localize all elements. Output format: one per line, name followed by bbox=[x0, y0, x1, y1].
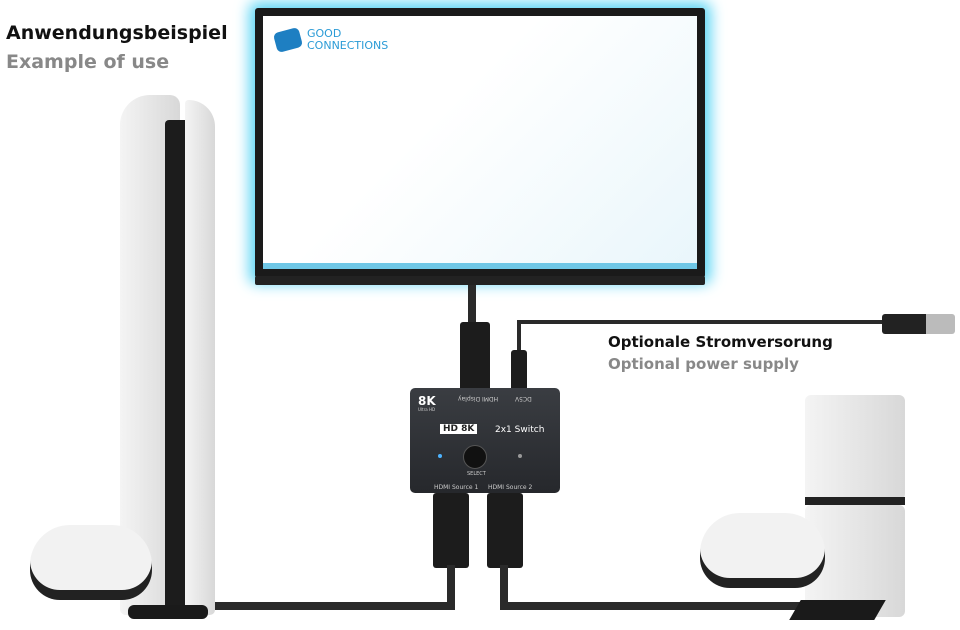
select-button[interactable] bbox=[463, 445, 487, 469]
select-label: SELECT bbox=[467, 471, 486, 477]
source1-cable-horizontal bbox=[210, 602, 455, 610]
source1-cable bbox=[447, 565, 455, 610]
game-controller-right bbox=[700, 513, 825, 588]
power-label-german: Optionale Stromversorung bbox=[608, 333, 833, 351]
logo-line2: Connections bbox=[307, 39, 389, 52]
console-right-stand bbox=[789, 600, 886, 620]
source2-label: HDMI Source 2 bbox=[488, 484, 533, 491]
tv-stand-bar bbox=[255, 276, 705, 285]
logo-icon bbox=[272, 26, 304, 54]
usb-plug-icon bbox=[882, 314, 955, 334]
power-label-english: Optional power supply bbox=[608, 355, 799, 373]
source2-led bbox=[518, 454, 522, 458]
heading-english: Example of use bbox=[6, 51, 170, 73]
ps5-console-right-shell bbox=[185, 100, 215, 615]
source2-cable-horizontal bbox=[500, 602, 810, 610]
console-right-top bbox=[805, 395, 905, 500]
hdmi-source2-plug bbox=[487, 493, 523, 568]
source1-led bbox=[438, 454, 442, 458]
tv-monitor: GoodConnections bbox=[255, 8, 705, 278]
source2-cable bbox=[500, 565, 508, 610]
logo-line1: Good bbox=[307, 27, 342, 40]
ps5-stand bbox=[128, 605, 208, 619]
hdmi-display-cable bbox=[468, 285, 476, 325]
console-right-stripe bbox=[805, 497, 905, 505]
switch-8k-badge: 8K bbox=[418, 394, 436, 408]
hdmi-switch: 8K Ultra HD HDMI Display DC5V HD 8K 2x1 … bbox=[410, 388, 560, 493]
source1-label: HDMI Source 1 bbox=[434, 484, 479, 491]
game-controller-left bbox=[30, 525, 152, 600]
power-cable-horizontal bbox=[517, 320, 883, 324]
dc-plug bbox=[511, 350, 527, 392]
screen-bottom-bar bbox=[263, 263, 697, 269]
hdmi-source1-plug bbox=[433, 493, 469, 568]
port-dc-label: DC5V bbox=[515, 395, 532, 402]
switch-hd8k-logo: HD 8K bbox=[440, 424, 478, 434]
switch-ultra-hd: Ultra HD bbox=[418, 407, 436, 412]
power-cable bbox=[517, 320, 521, 360]
switch-model: 2x1 Switch bbox=[495, 425, 545, 435]
tv-screen: GoodConnections bbox=[263, 16, 697, 269]
good-connections-logo: GoodConnections bbox=[272, 26, 389, 54]
port-hdmi-display-label: HDMI Display bbox=[458, 395, 499, 402]
hdmi-display-plug bbox=[460, 322, 490, 392]
heading-german: Anwendungsbeispiel bbox=[6, 22, 228, 44]
